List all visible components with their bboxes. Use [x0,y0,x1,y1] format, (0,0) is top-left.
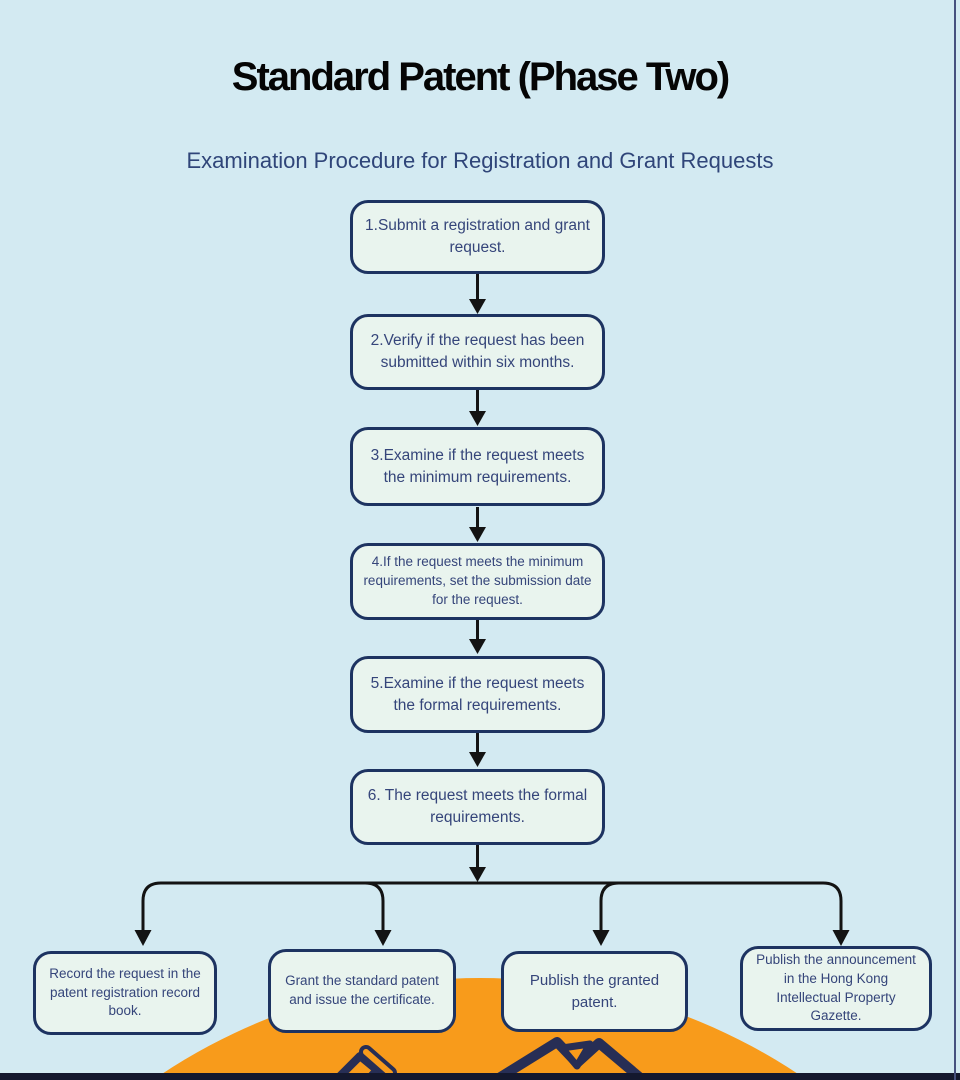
branch-arrowheads [134,930,850,946]
flow-step-3: 3.Examine if the request meets the minim… [350,427,605,506]
outcome-grant-patent: Grant the standard patent and issue the … [268,949,456,1033]
page-title: Standard Patent (Phase Two) [231,55,730,99]
flow-step-5: 5.Examine if the request meets the forma… [350,656,605,733]
branch-bracket [141,881,843,931]
flow-step-6: 6. The request meets the formal requirem… [350,769,605,845]
mountains-icon [486,1037,651,1080]
page-subtitle: Examination Procedure for Registration a… [186,148,774,173]
outcome-publish-announcement: Publish the announcement in the Hong Kon… [740,946,932,1031]
outcome-publish-patent: Publish the granted patent. [501,951,688,1032]
pencil-icon [330,1045,397,1080]
footer-band [0,1073,960,1080]
flow-step-4: 4.If the request meets the minimum requi… [350,543,605,620]
right-edge-line [954,0,956,1080]
flow-step-2: 2.Verify if the request has been submitt… [350,314,605,390]
flow-step-1: 1.Submit a registration and grant reques… [350,200,605,274]
outcome-record-request: Record the request in the patent registr… [33,951,217,1035]
